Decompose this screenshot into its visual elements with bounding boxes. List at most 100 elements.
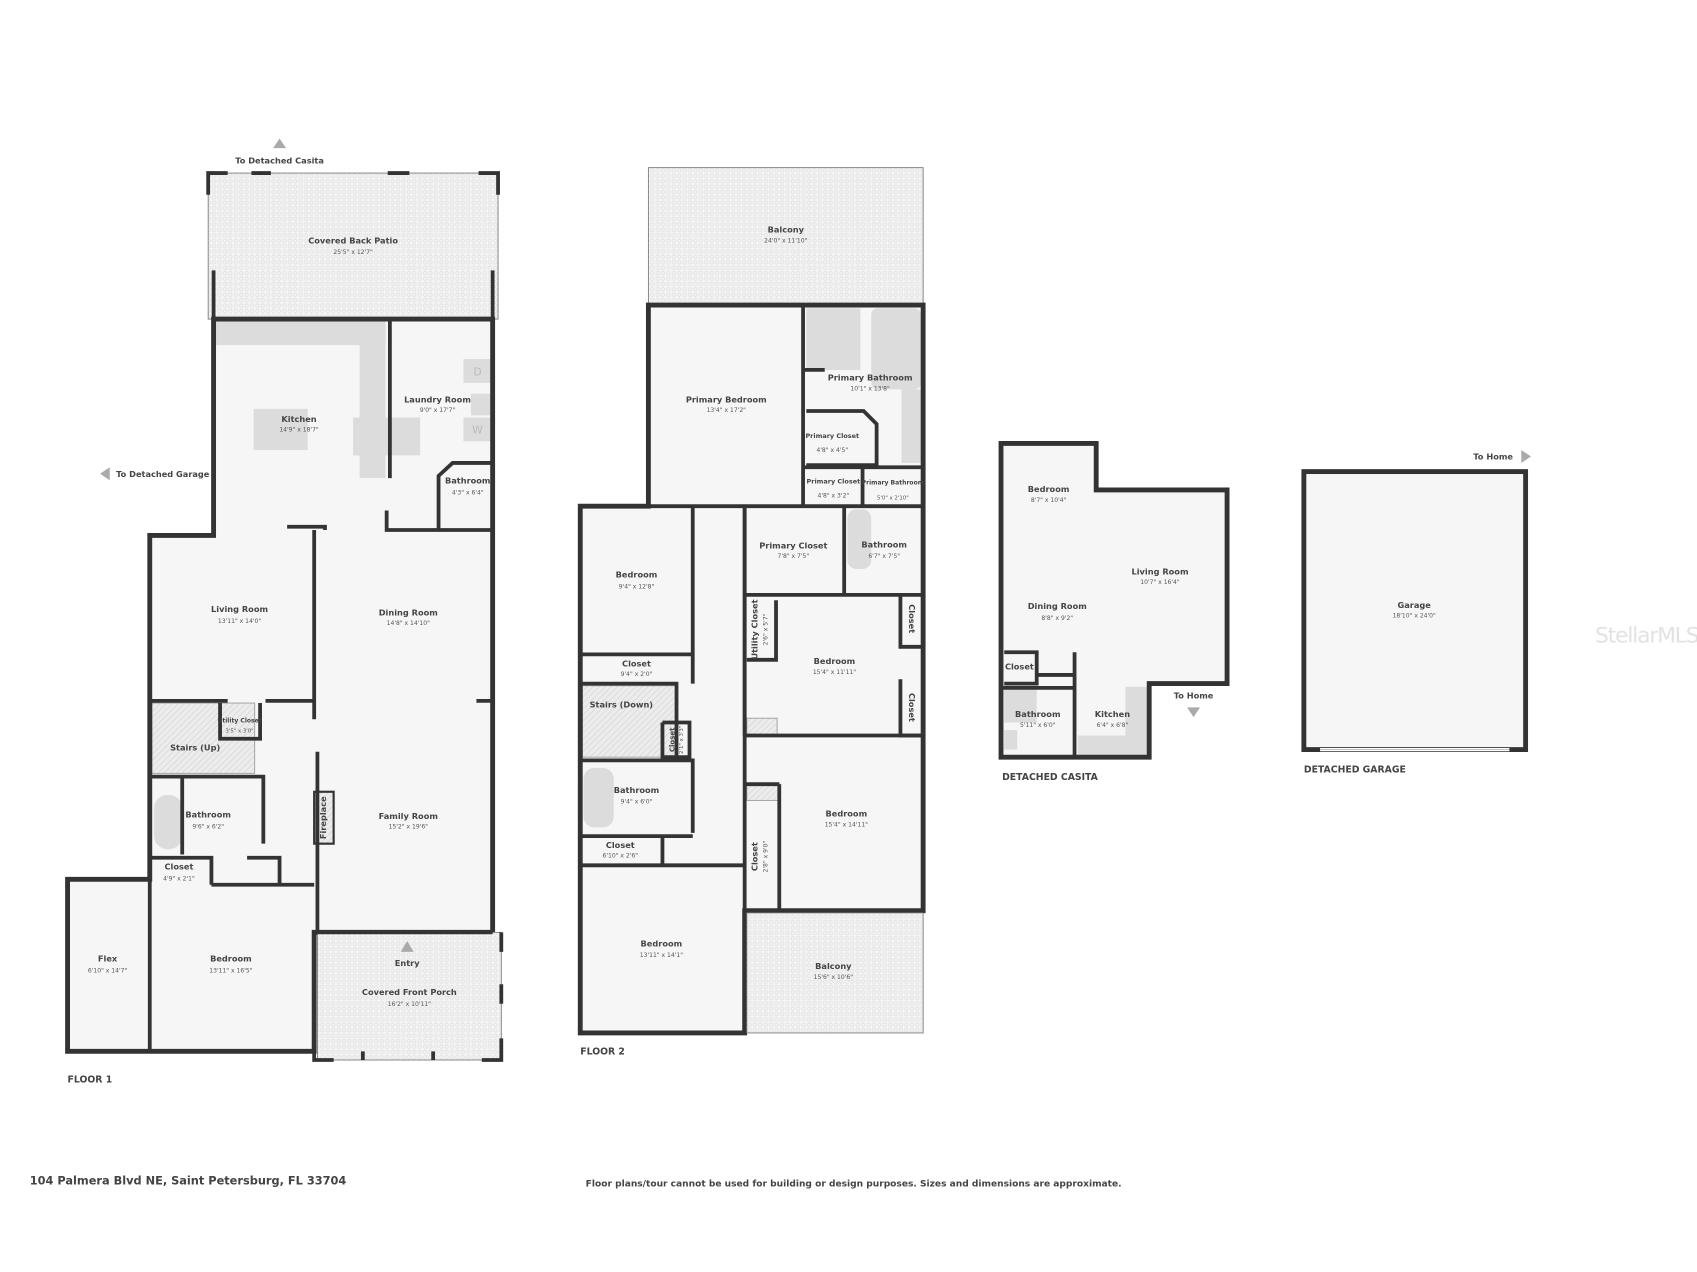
svg-text:D: D <box>473 365 481 378</box>
to-garage-arrow-icon <box>100 467 110 481</box>
room-name: Dining Room <box>379 607 438 617</box>
room-dims: 13'11" x 16'5" <box>209 967 252 974</box>
casita-label: DETACHED CASITA <box>1002 772 1099 783</box>
room-dims: 6'4" x 6'8" <box>1097 722 1129 729</box>
balcony-upper <box>647 167 924 306</box>
room-dims: 15'2" x 19'6" <box>389 824 429 831</box>
fireplace-label: Fireplace <box>318 796 328 839</box>
room-name: Primary Bathroom <box>828 373 913 383</box>
covered-front-porch <box>316 931 502 1061</box>
room-dims: 8'7" x 10'4" <box>1031 497 1067 504</box>
room-name: Bathroom <box>185 810 231 820</box>
floor-2-label: FLOOR 2 <box>580 1047 625 1058</box>
room-dims: 4'8" x 4'5" <box>816 447 848 454</box>
property-address: 104 Palmera Blvd NE, Saint Petersburg, F… <box>30 1173 347 1187</box>
room-dims: 3'5" x 3'0" <box>225 728 253 734</box>
room-name: Primary Closet <box>759 540 827 550</box>
room-name: Bathroom <box>1015 709 1061 719</box>
room-name: Balcony <box>815 961 852 971</box>
room-name: Bedroom <box>826 809 868 819</box>
room-dims: 5'0" x 2'10" <box>877 496 909 502</box>
washer-label: W <box>472 424 483 437</box>
room-dims: 9'4" x 2'0" <box>621 671 653 678</box>
detached-casita: To Home Bedroom 8'7" x 10'4" Living Room… <box>998 441 1230 783</box>
room-name: Bedroom <box>1028 484 1070 494</box>
room-dims: 25'5" x 12'7" <box>333 249 373 256</box>
balcony-lower <box>746 912 924 1034</box>
room-dims: 24'0" x 11'10" <box>764 237 807 244</box>
to-garage-label: To Detached Garage <box>116 469 210 479</box>
room-name: Primary Bathroom <box>862 480 924 487</box>
room-dims: 6'10" x 14'7" <box>88 967 128 974</box>
floor-2-interior <box>580 305 924 1033</box>
covered-back-patio <box>207 172 499 320</box>
room-dims: 14'8" x 14'10" <box>387 620 430 627</box>
room-dims: 13'11" x 14'1" <box>640 952 683 959</box>
to-casita-label: To Detached Casita <box>235 155 324 165</box>
disclaimer: Floor plans/tour cannot be used for buil… <box>586 1180 1122 1190</box>
room-name: Garage <box>1398 600 1432 610</box>
room-name: Stairs (Down) <box>590 699 654 709</box>
room-dims: 4'8" x 3'2" <box>818 493 850 500</box>
detached-garage: To Home Garage 18'10" x 24'0" DETACHED G… <box>1301 449 1532 775</box>
watermark: StellarMLS <box>1595 623 1697 648</box>
room-dims: 4'3" x 6'4" <box>452 489 484 496</box>
room-name: Primary Closet <box>807 477 861 485</box>
room-dims: 14'9" x 18'7" <box>279 427 319 434</box>
room-dims: 9'6" x 6'2" <box>192 824 224 831</box>
floor-1-interior <box>67 319 493 1052</box>
room-name: Closet <box>622 658 651 668</box>
room-name: Bathroom <box>861 539 907 549</box>
room-name: Covered Back Patio <box>308 235 398 245</box>
room-name: Bathroom <box>614 785 660 795</box>
room-name: Closet <box>907 693 917 722</box>
room-dims: 16'2" x 10'11" <box>388 1001 431 1008</box>
room-name: Kitchen <box>281 414 316 424</box>
room-name: Closet <box>907 604 917 633</box>
room-name: Closet <box>750 842 760 871</box>
room-dims: 2'1" x 3'3" <box>679 726 685 754</box>
room-name: Closet <box>165 862 194 872</box>
room-name: Flex <box>98 954 118 964</box>
stairs-down[interactable] <box>581 685 676 758</box>
entry-label: Entry <box>395 958 420 968</box>
floor-1-label: FLOOR 1 <box>68 1075 113 1086</box>
room-dims: 15'4" x 11'11" <box>813 669 856 676</box>
room-name: Bedroom <box>814 656 856 666</box>
room-dims: 4'9" x 2'1" <box>163 875 195 882</box>
room-name: Living Room <box>1132 566 1189 576</box>
room-name: Primary Bedroom <box>686 394 767 404</box>
room-name: Balcony <box>768 225 805 235</box>
room-name: Living Room <box>211 604 268 614</box>
room-name: Bedroom <box>641 938 683 948</box>
room-dims: 18'10" x 24'0" <box>1393 613 1436 620</box>
room-name: Family Room <box>379 811 438 821</box>
room-dims: 6'7" x 7'5" <box>868 553 900 560</box>
room-name: Bedroom <box>616 570 658 580</box>
entry-arrow-icon <box>400 941 414 952</box>
room-dims: 9'4" x 6'0" <box>621 799 653 806</box>
room-name: Closet <box>1005 662 1034 672</box>
room-name: Kitchen <box>1095 709 1130 719</box>
room-name: Closet <box>606 840 635 850</box>
room-name: Covered Front Porch <box>362 987 457 997</box>
room-name: Bedroom <box>210 954 252 964</box>
room-name: Utility Closet <box>750 599 760 659</box>
room-dims: 6'10" x 2'6" <box>603 853 639 860</box>
room-dims: 13'11" x 14'0" <box>218 618 261 625</box>
room-name: Bathroom <box>445 475 491 485</box>
room-dims: 7'8" x 7'5" <box>777 553 809 560</box>
room-dims: 5'11" x 6'0" <box>1020 722 1056 729</box>
room-name: Primary Closet <box>805 432 859 440</box>
room-dims: 9'0" x 17'7" <box>420 407 456 414</box>
to-home-label: To Home <box>1473 452 1513 462</box>
room-dims: 10'7" x 16'4" <box>1140 579 1180 586</box>
floor-2: Balcony 24'0" x 11'10" Primary Bedroom 1… <box>577 167 926 1058</box>
room-dims: 13'4" x 17'2" <box>707 407 747 414</box>
to-home-label: To Home <box>1174 691 1214 701</box>
garage-label: DETACHED GARAGE <box>1304 764 1406 775</box>
room-dims: 2'6" x 5'7" <box>762 613 769 645</box>
room-name: Closet <box>667 727 676 752</box>
room-dims: 15'6" x 10'6" <box>814 974 854 981</box>
to-home-arrow-icon <box>1521 449 1532 463</box>
